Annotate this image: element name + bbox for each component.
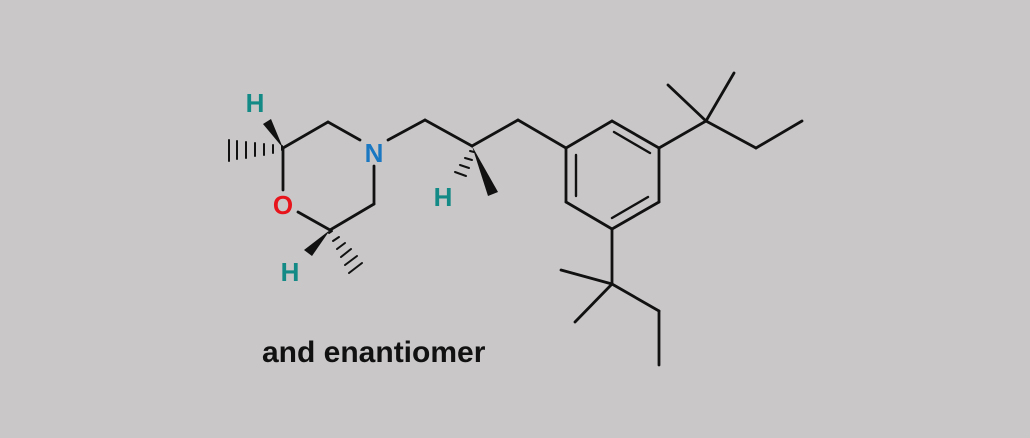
bond-ch2-ch — [423, 118, 474, 148]
wedge-bond-top-h — [263, 119, 283, 148]
bond-ch-ch2 — [470, 118, 520, 148]
nitrogen-label: N — [365, 138, 384, 168]
hashed-bond-chain-h — [454, 150, 475, 177]
ring-bond-1 — [564, 119, 614, 150]
hashed-bond-bottom-methyl — [328, 230, 363, 274]
bond-c2-c3 — [281, 120, 330, 150]
hydrogen-chain-label: H — [434, 182, 453, 212]
bond-cq2-me-a — [559, 268, 614, 286]
bond-cq1-me-a — [666, 83, 708, 123]
morpholine-ring — [281, 120, 376, 232]
bond-c6-o — [296, 210, 332, 232]
hydrogen-bottom-label: H — [281, 257, 300, 287]
tert-pentyl-lower — [559, 227, 661, 367]
bond-n-ch2 — [386, 118, 427, 142]
bond-ch2-aryl — [516, 118, 568, 150]
ring-bond-5 — [564, 200, 614, 231]
hydrogen-top-label: H — [246, 88, 265, 118]
benzene-ring — [564, 119, 661, 231]
hashed-bond-top-methyl — [228, 139, 283, 162]
tert-pentyl-upper — [657, 71, 804, 150]
bond-c5-c6 — [328, 202, 376, 232]
caption-text: and enantiomer — [262, 336, 486, 369]
wedge-bond-chain-methyl — [472, 146, 498, 196]
bond-ch2-ch3-upper — [754, 119, 804, 150]
ring-double-2 — [610, 195, 650, 220]
bond-aryl-cq1 — [657, 119, 708, 150]
alkyl-chain — [386, 118, 568, 150]
wedge-bond-bottom-h — [304, 230, 330, 256]
ring-bond-4 — [610, 200, 661, 231]
bond-cq1-me-b — [704, 71, 736, 123]
ring-double-1 — [612, 130, 652, 155]
bond-cq2-me-b — [573, 282, 614, 324]
bond-cq1-ch2 — [704, 119, 758, 150]
ring-bond-2 — [610, 119, 661, 150]
oxygen-label: O — [273, 190, 293, 220]
bond-c3-n — [326, 120, 362, 142]
bond-cq2-ch2 — [610, 282, 661, 313]
